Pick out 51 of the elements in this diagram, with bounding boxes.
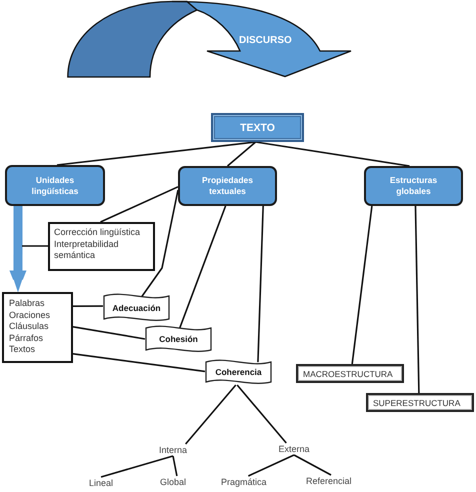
structure-label: MACROESTRUCTURA [303,368,393,378]
concept-label: Propiedades textuales [200,175,254,197]
list-item: Cláusulas [9,321,50,332]
connector-line [72,352,206,372]
connector-line [141,190,179,297]
concept-label: Estructuras globales [388,175,438,197]
info-box [2,292,73,363]
connector-line [56,141,256,166]
info-box [48,222,155,271]
connector-line [414,206,420,394]
connector-line [226,141,256,167]
connector-line [179,206,226,328]
title-box [211,113,304,142]
arrow-label: DISCURSO [239,35,292,46]
banner-label: Cohesión [158,334,199,344]
connector-line [100,186,178,223]
structure-box [296,364,404,383]
concept-label: Unidades lingüísticas [30,174,80,196]
connector-line [256,141,410,167]
structure-label: SUPERESTRUCTURA [373,398,460,408]
connector-line [248,454,294,477]
connector-line [236,384,287,444]
concept-box [364,166,463,206]
connector-line [172,456,178,476]
connector-line [185,384,236,445]
branch-label: Lineal [89,477,114,489]
connector-line [294,454,332,476]
list-item: Textos [9,344,36,356]
concept-box [5,165,105,206]
connector-line [257,206,264,362]
structure-box [366,393,474,412]
connector-line [22,245,48,247]
property-text: Corrección lingüística [54,227,142,238]
connector-line [100,455,174,478]
branch-label: Externa [278,443,310,455]
list-item: Palabras [9,298,46,310]
branch-label: Global [160,476,186,488]
connector-line [72,326,146,340]
banner-label: Coherencia [214,367,263,377]
title-label: TEXTO [240,122,275,134]
banner-label: Adecuación [111,302,162,312]
branch-label: Interna [159,444,188,456]
branch-label: Pragmática [221,476,267,488]
thick-arrow [9,206,27,292]
concept-box [178,166,277,206]
branch-label: Referencial [306,475,352,487]
connector-line [73,305,103,307]
property-text: Interpretabilidad semántica [54,238,120,262]
list-item: Párrafos [9,332,44,344]
list-item: Oraciones [9,310,52,321]
connector-line [351,206,373,364]
